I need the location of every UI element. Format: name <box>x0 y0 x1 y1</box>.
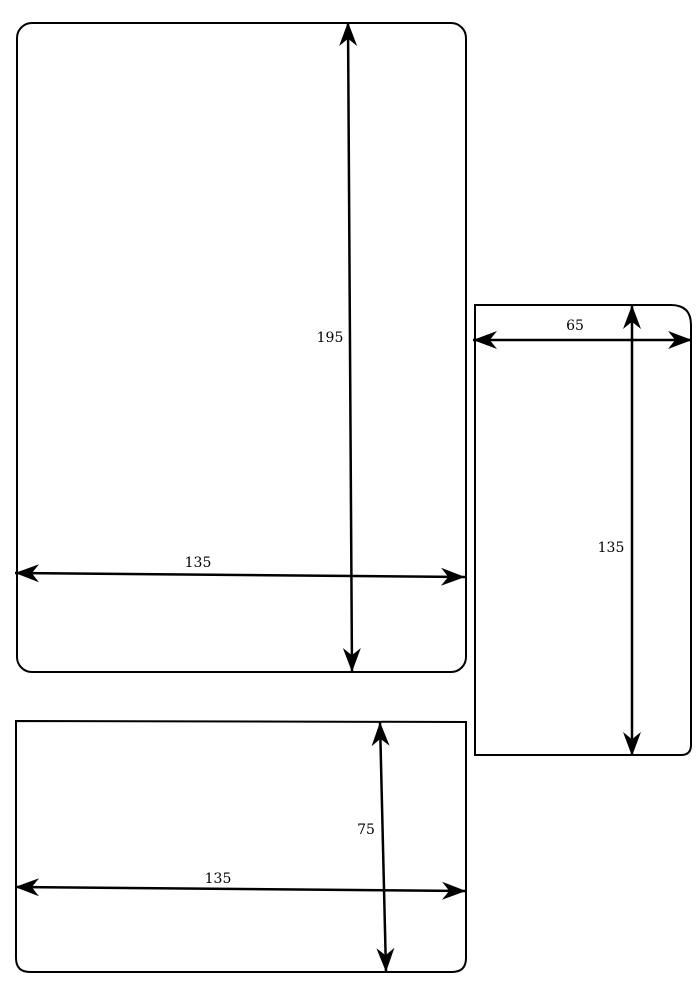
large-panel-width-label: 135 <box>185 555 212 571</box>
side-panel-height-arrowhead-icon <box>623 732 641 756</box>
large-panel-height-arrowhead-icon <box>339 22 358 47</box>
large-panel <box>16 22 467 673</box>
bottom-panel <box>15 719 467 973</box>
large-panel-width-dimension-line <box>14 571 466 579</box>
bottom-panel-height-arrowhead-icon <box>376 947 395 972</box>
bottom-panel-width-label: 135 <box>205 871 232 887</box>
bottom-panel-width-arrowhead-icon <box>15 878 40 897</box>
side-panel-outline <box>474 304 692 756</box>
bottom-panel-height-arrowhead-icon <box>371 722 390 747</box>
side-panel <box>474 304 692 756</box>
bottom-panel-outline <box>15 719 467 973</box>
large-panel-height-dimension-line <box>346 21 354 673</box>
side-panel-height-arrowhead-icon <box>623 305 641 329</box>
bottom-panel-width-arrowhead-icon <box>441 881 466 900</box>
large-panel-outline <box>16 22 467 673</box>
large-panel-width-arrowhead-icon <box>440 567 465 586</box>
large-panel-width-arrowhead-icon <box>15 564 40 583</box>
large-panel-height-arrowhead-icon <box>342 647 361 672</box>
bottom-panel-height-label: 75 <box>357 822 375 838</box>
large-panel-height-label: 195 <box>317 330 344 346</box>
bottom-panel-height-dimension-line <box>378 721 388 973</box>
bottom-panel-width-dimension-line <box>14 885 467 893</box>
side-panel-height-label: 135 <box>598 540 625 556</box>
side-panel-width-arrowhead-icon <box>668 331 692 349</box>
side-panel-width-arrowhead-icon <box>473 331 497 349</box>
side-panel-width-label: 65 <box>566 318 584 334</box>
